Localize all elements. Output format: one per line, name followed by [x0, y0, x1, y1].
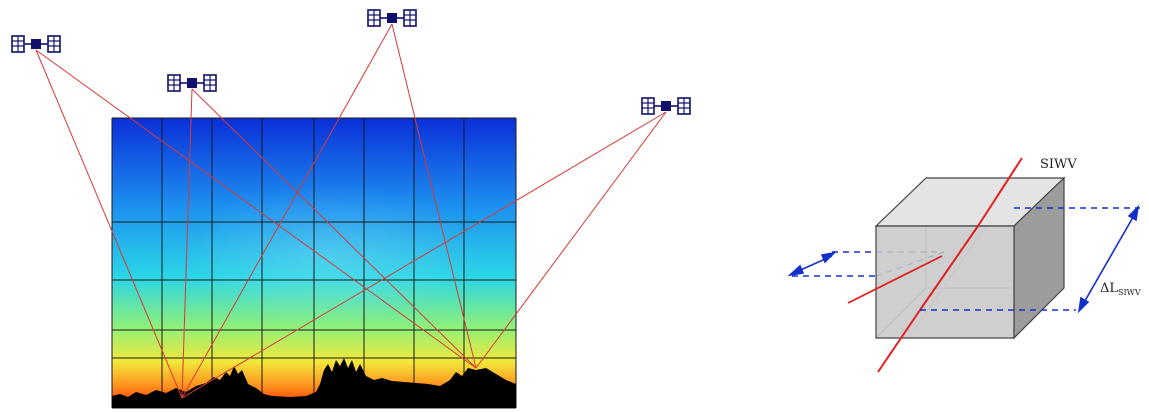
voxel-front-face	[875, 225, 1015, 339]
satellites	[11, 9, 691, 115]
satellite-icon	[641, 97, 691, 115]
siwv-ray-label: SIWV	[1040, 157, 1077, 172]
satellite-icon	[11, 35, 61, 53]
projection-arrow-left	[787, 251, 837, 277]
signal-ray	[181, 88, 193, 399]
signal-ray	[181, 23, 393, 399]
signal-rays	[35, 23, 667, 399]
secondary-ray	[847, 255, 943, 304]
signal-ray	[35, 49, 477, 369]
voxel-panel: SIWV ΔLSIWV	[787, 157, 1141, 373]
signal-ray	[391, 23, 477, 369]
signal-ray	[475, 111, 667, 369]
signal-ray	[181, 111, 667, 399]
siwv-ray	[877, 157, 1023, 373]
terrain-profile	[112, 358, 516, 408]
tomography-panel	[11, 9, 691, 409]
atmosphere-haze	[180, 185, 480, 325]
projection-dashes	[792, 207, 1140, 311]
satellite-icon	[167, 74, 217, 92]
delta-arrow	[1077, 204, 1140, 314]
satellite-icon	[367, 9, 417, 27]
delta-l-label: ΔLSIWV	[1100, 281, 1141, 297]
delta-l-subscript: SIWV	[1118, 288, 1141, 297]
signal-ray	[191, 88, 477, 369]
signal-ray	[35, 49, 183, 399]
delta-l-main: ΔL	[1100, 281, 1118, 296]
